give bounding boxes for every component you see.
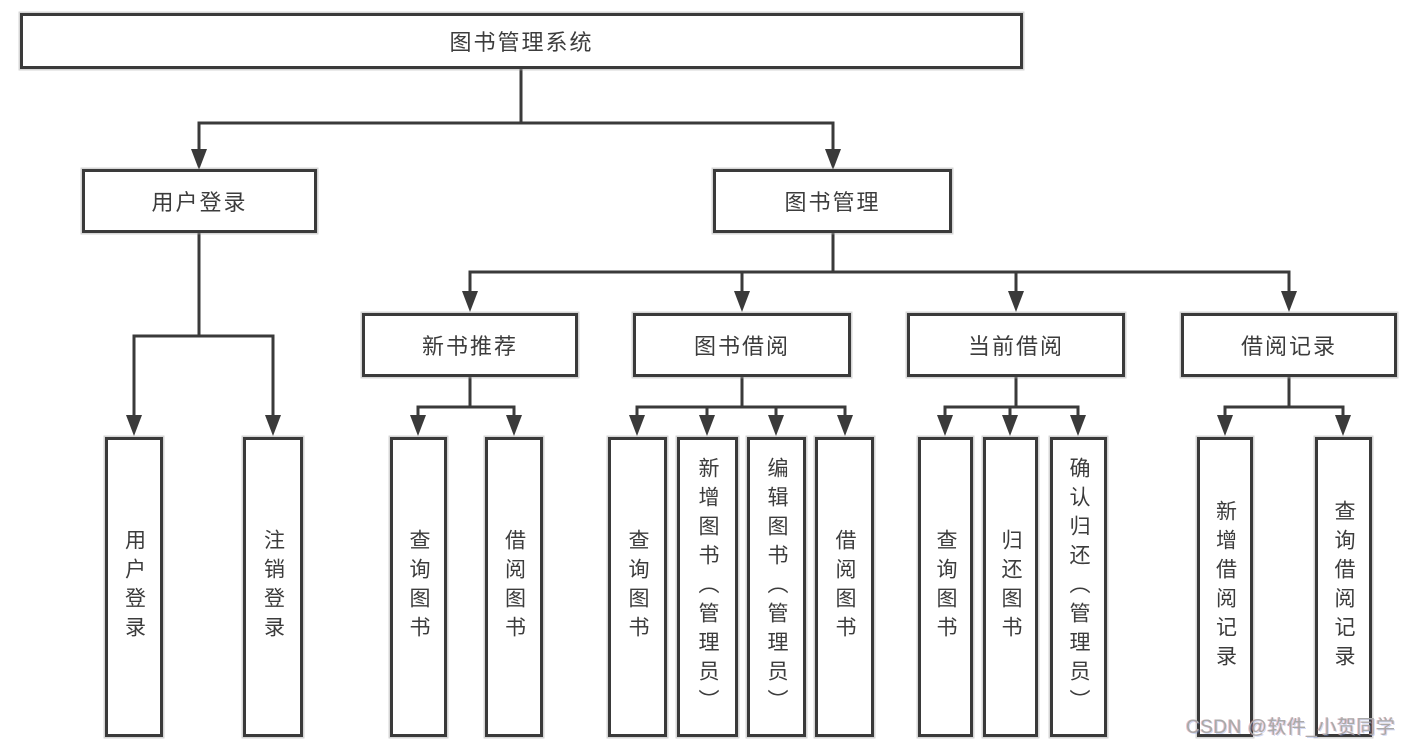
connector-newbook-to-leaves xyxy=(416,375,516,419)
leaf-confirm-return-admin-label: 确认归还（管理员） xyxy=(1067,456,1090,718)
leaf-user-login-label: 用户登录 xyxy=(122,529,146,645)
arrow-down-icons xyxy=(126,149,1351,436)
leaf-add-book-admin: 新增图书（管理员） xyxy=(677,437,738,737)
leaf-query-book-recommend: 查询图书 xyxy=(390,437,447,737)
leaf-add-borrow-record-label: 新增借阅记录 xyxy=(1213,500,1237,674)
leaf-user-login: 用户登录 xyxy=(105,437,163,737)
leaf-edit-book-admin-label: 编辑图书（管理员） xyxy=(765,456,788,718)
node-book-management: 图书管理 xyxy=(713,169,952,233)
leaf-logout: 注销登录 xyxy=(243,437,303,737)
node-user-login: 用户登录 xyxy=(82,169,317,233)
leaf-return-book: 归还图书 xyxy=(983,437,1038,737)
node-current-borrow-label: 当前借阅 xyxy=(967,334,1064,359)
connector-bookborrow-to-leaves xyxy=(635,375,847,419)
leaf-borrow-book-label: 借阅图书 xyxy=(833,529,856,645)
node-root-label: 图书管理系统 xyxy=(449,30,594,55)
leaf-query-book-current: 查询图书 xyxy=(918,437,973,737)
node-borrow-record-label: 借阅记录 xyxy=(1240,334,1337,359)
node-book-borrow: 图书借阅 xyxy=(633,313,851,377)
leaf-query-borrow-record-label: 查询借阅记录 xyxy=(1332,500,1355,674)
leaf-borrow-book-recommend-label: 借阅图书 xyxy=(502,529,526,645)
node-book-borrow-label: 图书借阅 xyxy=(693,334,790,359)
leaf-query-borrow-record: 查询借阅记录 xyxy=(1315,437,1372,737)
node-current-borrow: 当前借阅 xyxy=(907,313,1125,377)
node-new-book-recommend-label: 新书推荐 xyxy=(421,334,518,359)
leaf-logout-label: 注销登录 xyxy=(261,529,285,645)
node-book-management-label: 图书管理 xyxy=(784,190,881,215)
leaf-edit-book-admin: 编辑图书（管理员） xyxy=(747,437,806,737)
csdn-watermark: CSDN @软件_小贺同学 xyxy=(1186,717,1396,738)
leaf-return-book-label: 归还图书 xyxy=(999,529,1022,645)
connector-bookmgmt-to-level3 xyxy=(468,231,1291,295)
leaf-query-book-current-label: 查询图书 xyxy=(934,529,957,645)
leaf-confirm-return-admin: 确认归还（管理员） xyxy=(1050,437,1107,737)
connector-root-to-level2 xyxy=(197,65,835,153)
leaf-query-book-recommend-label: 查询图书 xyxy=(407,529,430,645)
node-root: 图书管理系统 xyxy=(20,13,1023,69)
connector-currentborrow-to-leaves xyxy=(943,375,1080,419)
leaf-query-book-borrow-label: 查询图书 xyxy=(626,529,649,645)
leaf-add-book-admin-label: 新增图书（管理员） xyxy=(696,456,719,718)
leaf-borrow-book: 借阅图书 xyxy=(815,437,874,737)
leaf-borrow-book-recommend: 借阅图书 xyxy=(485,437,543,737)
node-borrow-record: 借阅记录 xyxy=(1181,313,1397,377)
node-user-login-label: 用户登录 xyxy=(151,190,248,215)
leaf-query-book-borrow: 查询图书 xyxy=(608,437,667,737)
node-new-book-recommend: 新书推荐 xyxy=(362,313,578,377)
connector-borrowrecord-to-leaves xyxy=(1223,375,1345,419)
leaf-add-borrow-record: 新增借阅记录 xyxy=(1197,437,1253,737)
connector-userlogin-to-leaves xyxy=(132,231,275,419)
